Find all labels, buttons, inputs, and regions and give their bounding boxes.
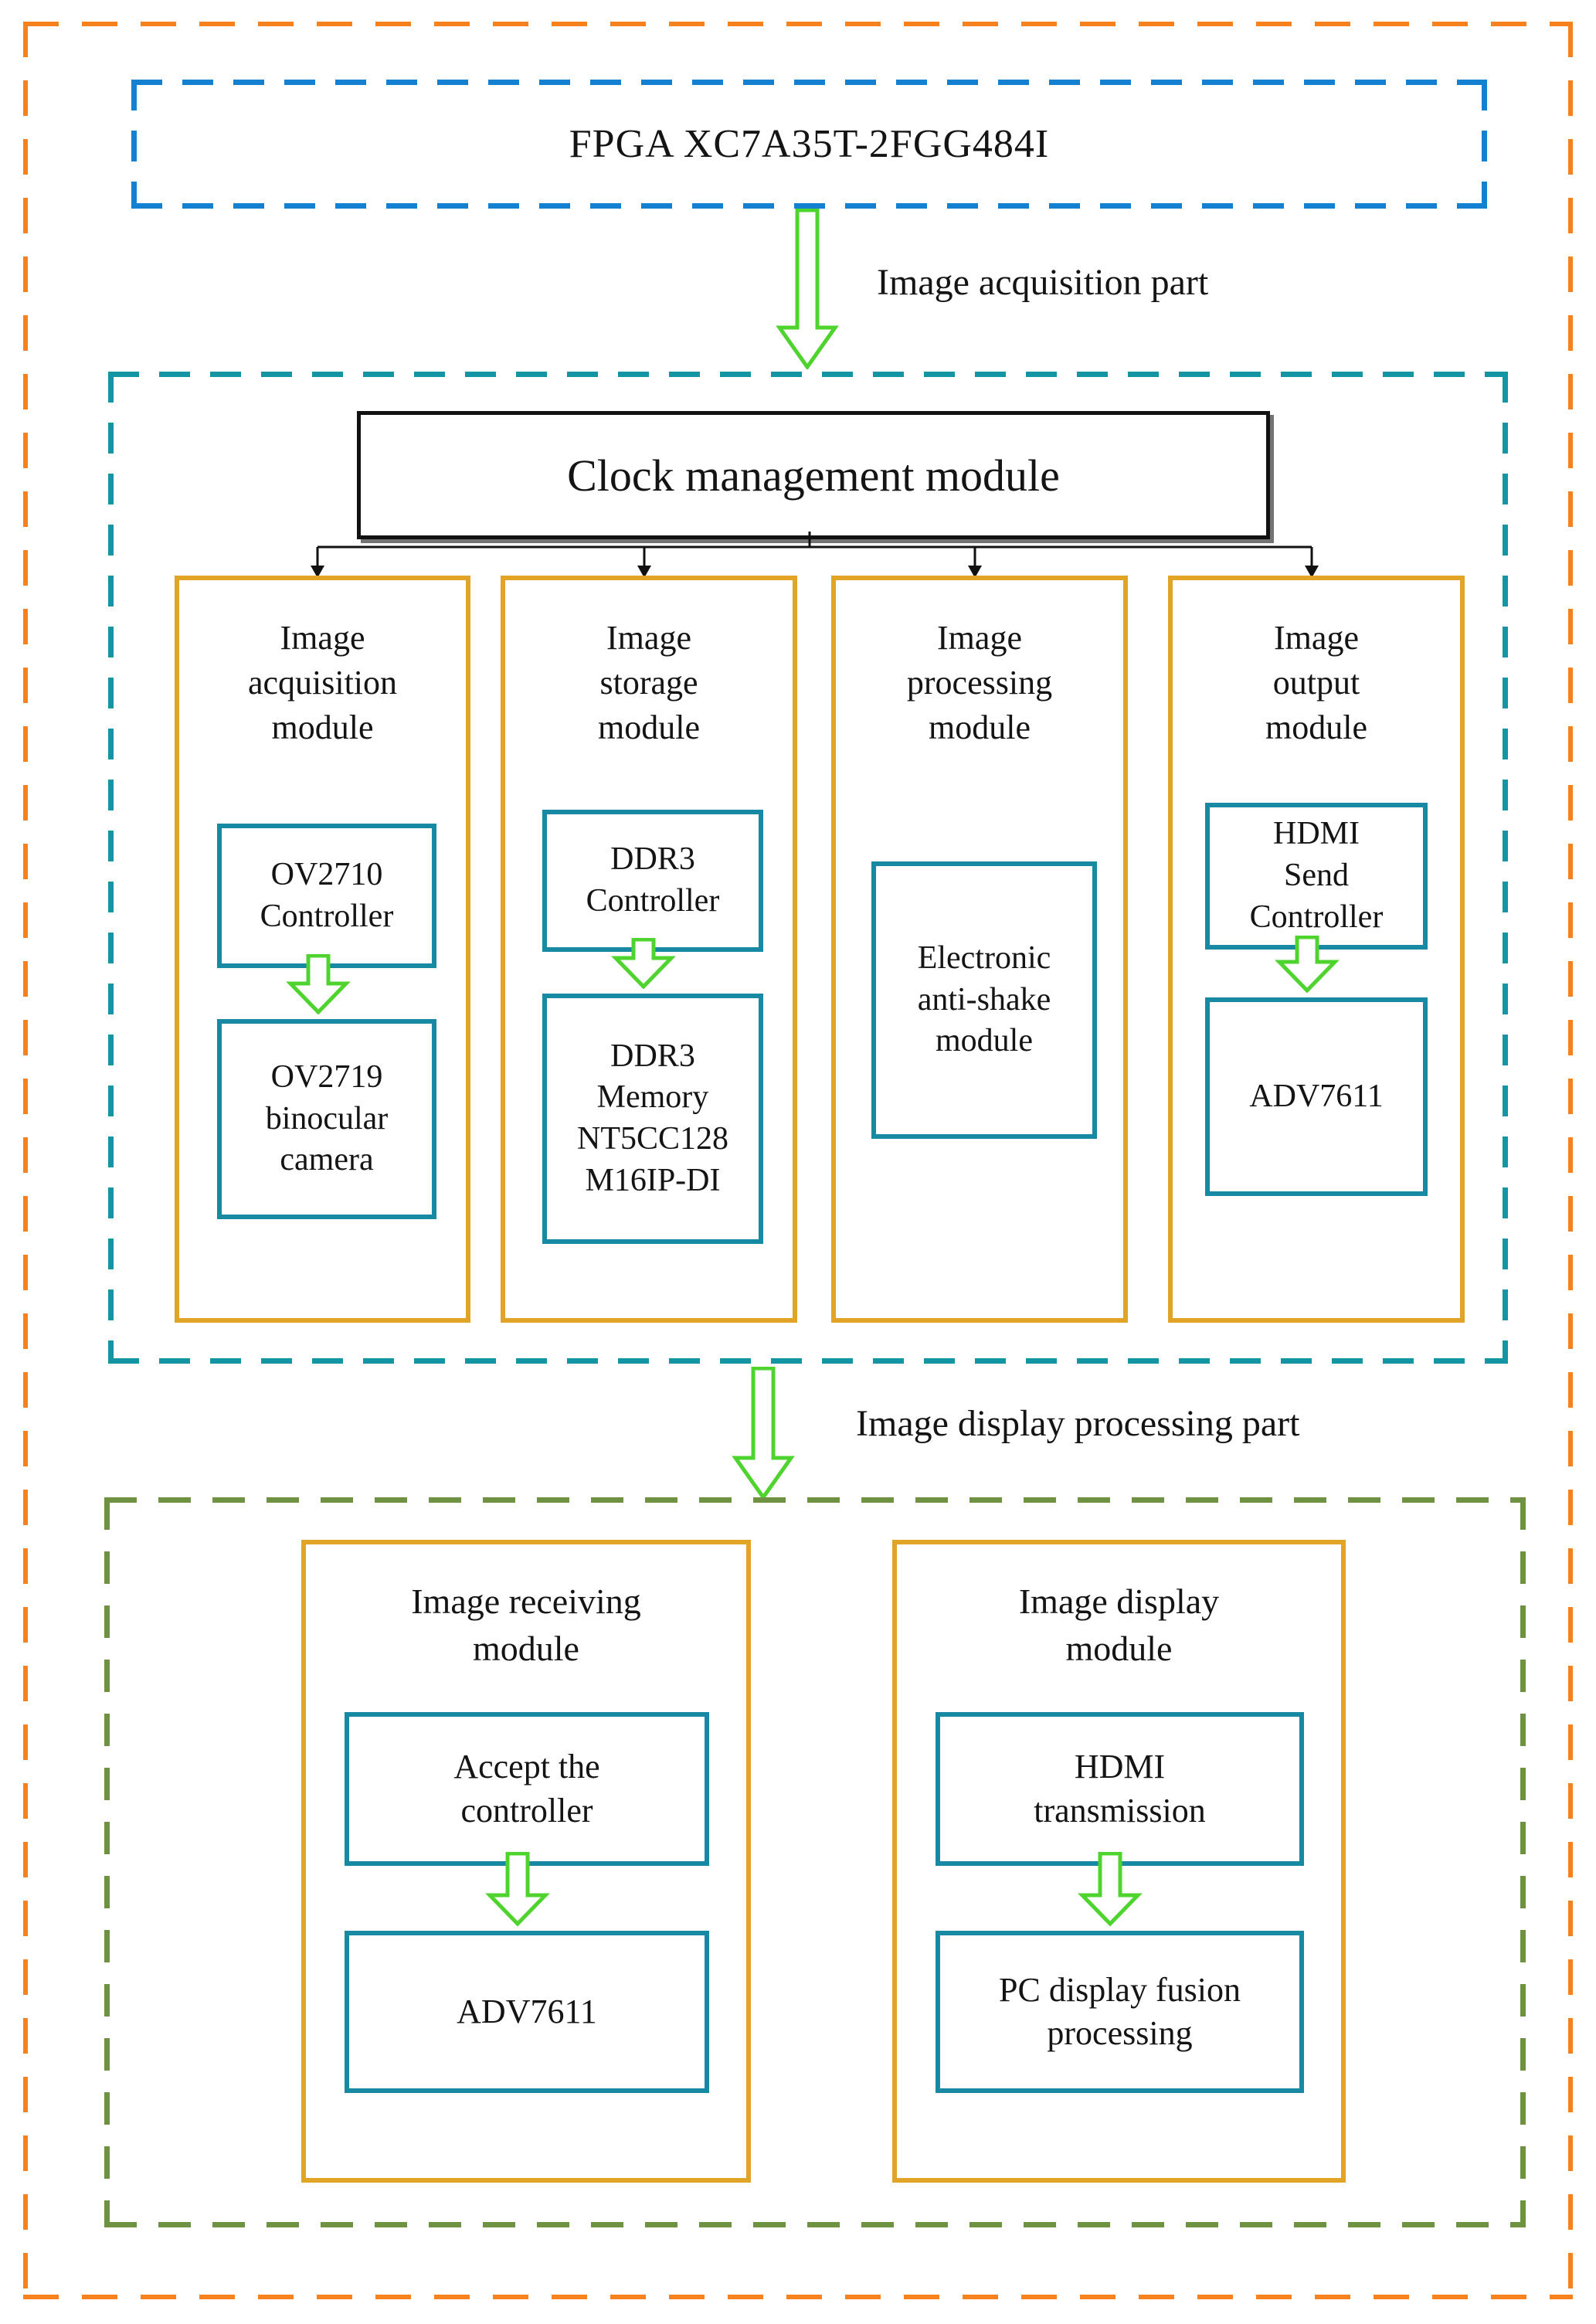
- block-hdmi-transmission: HDMI transmission: [936, 1712, 1304, 1866]
- acquisition-section-box: [108, 372, 1508, 1364]
- border-edge: [108, 372, 1508, 377]
- block-ddr3-memory: DDR3 Memory NT5CC128 M16IP-DI: [542, 994, 763, 1244]
- clock-management-box: Clock management module: [357, 411, 1270, 539]
- module-header: Image receiving module: [411, 1582, 641, 1668]
- border-edge: [23, 22, 28, 2299]
- border-edge: [104, 2222, 1526, 2227]
- border-edge: [108, 1358, 1508, 1364]
- block-adv7611-output: ADV7611: [1205, 997, 1428, 1196]
- border-edge: [108, 372, 114, 1364]
- border-edge: [131, 80, 137, 209]
- border-edge: [104, 1497, 1526, 1503]
- block-electronic-anti-shake: Electronic anti-shake module: [871, 861, 1097, 1139]
- display-section-box: [104, 1497, 1526, 2227]
- module-image-processing: Image processing module Electronic anti-…: [831, 576, 1128, 1323]
- border-edge: [131, 80, 1487, 85]
- down-arrow-icon: [776, 209, 839, 369]
- border-edge: [1503, 372, 1508, 1364]
- down-arrow-icon: [485, 1852, 550, 1926]
- down-arrow-icon: [1078, 1852, 1143, 1926]
- border-edge: [23, 2295, 1573, 2299]
- module-header: Image display module: [1018, 1582, 1220, 1668]
- block-ddr3-controller: DDR3 Controller: [542, 810, 763, 952]
- module-header: Image storage module: [598, 619, 700, 747]
- module-header: Image acquisition module: [247, 619, 398, 747]
- border-edge: [1520, 1497, 1526, 2227]
- down-arrow-icon: [1275, 936, 1340, 993]
- module-header: Image processing module: [906, 619, 1053, 747]
- down-arrow-icon: [611, 938, 676, 989]
- down-arrow-icon: [732, 1367, 795, 1500]
- border-edge: [1568, 22, 1573, 2299]
- module-image-acquisition: Image acquisition module OV2710 Controll…: [175, 576, 470, 1323]
- border-edge: [23, 22, 1573, 26]
- display-part-label: Image display processing part: [856, 1403, 1300, 1444]
- block-accept-the-controller: Accept the controller: [345, 1712, 709, 1866]
- module-header: Image output module: [1265, 619, 1367, 747]
- border-edge: [1482, 80, 1487, 209]
- clock-management-label: Clock management module: [567, 450, 1060, 501]
- border-edge: [131, 203, 1487, 209]
- block-adv7611-receive: ADV7611: [345, 1931, 709, 2093]
- fpga-title-box: FPGA XC7A35T-2FGG484I: [131, 80, 1487, 209]
- outer-dashed-frame: [23, 22, 1573, 2299]
- down-arrow-icon: [286, 954, 351, 1014]
- block-hdmi-send-controller: HDMI Send Controller: [1205, 803, 1428, 950]
- block-ov2719-binocular-camera: OV2719 binocular camera: [217, 1019, 436, 1219]
- block-ov2710-controller: OV2710 Controller: [217, 824, 436, 968]
- block-pc-display-fusion: PC display fusion processing: [936, 1931, 1304, 2093]
- acquisition-part-label: Image acquisition part: [877, 262, 1209, 303]
- border-edge: [104, 1497, 110, 2227]
- module-image-storage: Image storage module DDR3 Controller DDR…: [501, 576, 797, 1323]
- fpga-title: FPGA XC7A35T-2FGG484I: [569, 122, 1050, 166]
- clock-distribution-connector: [311, 532, 1319, 578]
